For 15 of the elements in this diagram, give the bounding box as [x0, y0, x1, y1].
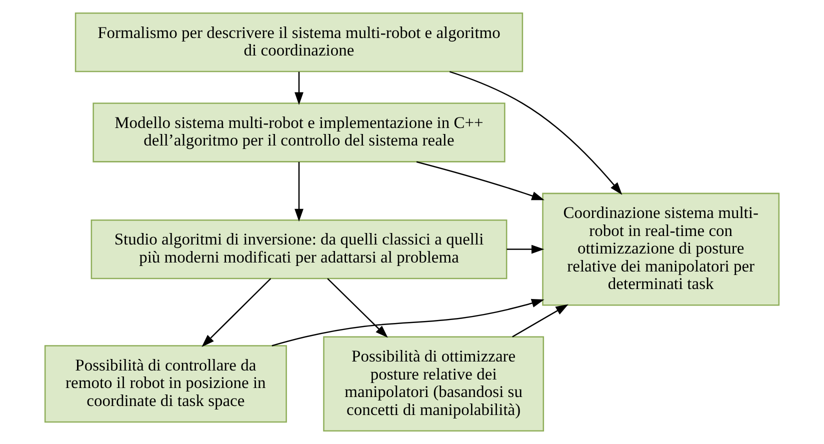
- arrow: [294, 162, 304, 222]
- arrow: [272, 298, 544, 346]
- node-box: Possibilità di controllare da remoto il robot in posizione in coordinate di task space: [44, 345, 287, 423]
- node-box: Possibilità di ottimizzare posture relative dei manipolatori (basandosi su concetti di manipolabilità): [323, 336, 544, 432]
- node-box: Coordinazione sistema multi-robot in real-time con ottimizzazione di posture relative dei manipolatori per determinati task: [542, 192, 780, 306]
- arrow: [294, 72, 304, 105]
- arrow: [506, 244, 544, 254]
- arrow: [202, 278, 272, 347]
- node-box: Formalismo per descrivere il sistema multi-robot e algoritmo di coordinazione: [74, 12, 524, 72]
- node-box: Modello sistema multi-robot e implementazione in C++ dell’algoritmo per il controllo del sistema reale: [92, 102, 506, 162]
- arrow: [512, 304, 568, 338]
- arrow: [449, 71, 622, 195]
- arrow: [416, 161, 544, 200]
- node-box: Studio algoritmi di inversione: da quelli classici a quelli più moderni modificati per adattarsi al problema: [90, 219, 508, 280]
- arrow: [327, 278, 388, 338]
